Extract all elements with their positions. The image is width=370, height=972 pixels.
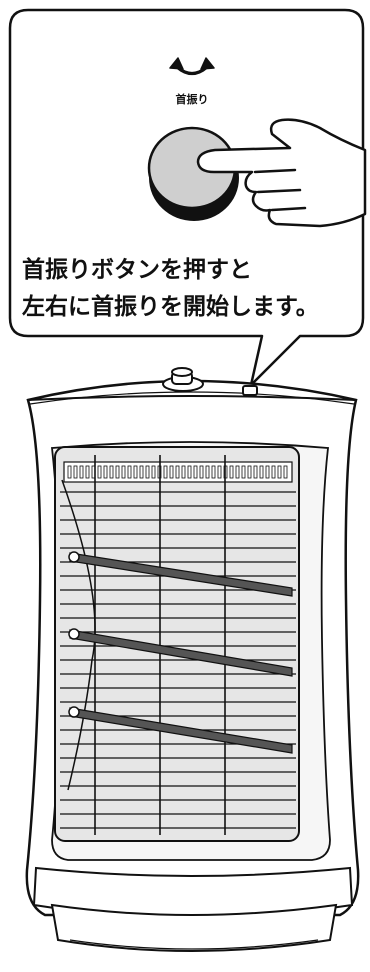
vent-slot: [175, 465, 180, 479]
vent-slot: [97, 465, 102, 479]
vent-slot: [169, 465, 174, 479]
vent-slot: [211, 465, 216, 479]
vent-slots: [67, 465, 288, 479]
vent-slot: [103, 465, 108, 479]
vent-slot: [181, 465, 186, 479]
vent-slot: [265, 465, 270, 479]
vent-slot: [151, 465, 156, 479]
vent-slot: [79, 465, 84, 479]
vent-slot: [217, 465, 222, 479]
vent-slot: [205, 465, 210, 479]
vent-slot: [121, 465, 126, 479]
top-swing-button: [242, 385, 258, 396]
vent-slot: [229, 465, 234, 479]
vent-slot: [73, 465, 78, 479]
vent-slot: [193, 465, 198, 479]
vent-slot: [127, 465, 132, 479]
vent-slot: [259, 465, 264, 479]
vent-slot: [115, 465, 120, 479]
vent-slot: [241, 465, 246, 479]
vent-slot: [235, 465, 240, 479]
swing-icon-label: 首振り: [176, 92, 209, 106]
vent-slot: [163, 465, 168, 479]
vent-slot: [253, 465, 258, 479]
instruction-line-1: 首振りボタンを押すと: [22, 256, 252, 283]
vent-slot: [133, 465, 138, 479]
vent-slot: [247, 465, 252, 479]
heater-body: [25, 367, 360, 952]
vent-slot: [109, 465, 114, 479]
vent-slot: [271, 465, 276, 479]
heater-base: [32, 866, 354, 952]
vent-slot: [139, 465, 144, 479]
vent-slot: [283, 465, 288, 479]
vent-slot: [85, 465, 90, 479]
pointing-hand-icon: [196, 118, 367, 228]
heater-tubes: [68, 551, 293, 754]
vent-slot: [67, 465, 72, 479]
vent-slot: [277, 465, 282, 479]
instruction-line-2: 左右に首振りを開始します。: [22, 293, 319, 320]
swing-button: [147, 126, 239, 221]
swing-arrows-icon: [169, 57, 215, 76]
vent-slot: [187, 465, 192, 479]
vent-slot: [145, 465, 150, 479]
top-swing-knob: [162, 367, 204, 392]
vent-slot: [199, 465, 204, 479]
